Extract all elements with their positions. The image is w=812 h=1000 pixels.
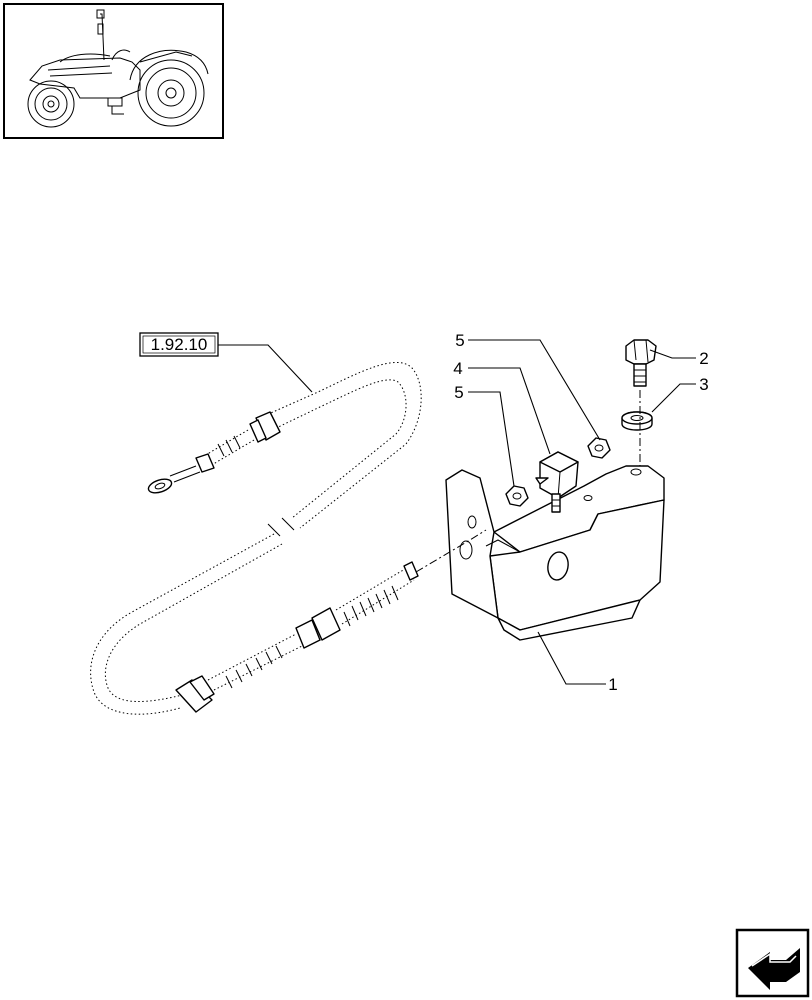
reference-code: 1.92.10 [151,335,208,354]
bolt-part-2[interactable] [625,339,657,387]
callout-5-upper: 5 [455,331,464,350]
callout-1: 1 [608,675,617,694]
leader-5-upper [468,339,601,441]
leader-1 [537,631,606,685]
callout-2: 2 [699,349,708,368]
leader-4 [468,367,551,455]
block-fitting-part-4[interactable] [535,451,579,513]
control-cable [90,362,422,715]
leader-3 [651,383,696,413]
callout-3: 3 [699,375,708,394]
callout-4: 4 [453,359,462,378]
leader-5-lower [468,391,515,487]
callout-5-lower: 5 [454,383,463,402]
reference-box[interactable]: 1.92.10 [139,332,219,357]
next-page-arrow-icon[interactable] [735,928,810,998]
bracket-part-1[interactable] [445,465,665,641]
nut-part-5-lower[interactable] [505,485,529,507]
nut-part-5-upper[interactable] [587,437,611,459]
washer-part-3[interactable] [621,411,653,431]
tractor-thumbnail-icon [3,3,224,139]
leader-2 [649,349,696,359]
